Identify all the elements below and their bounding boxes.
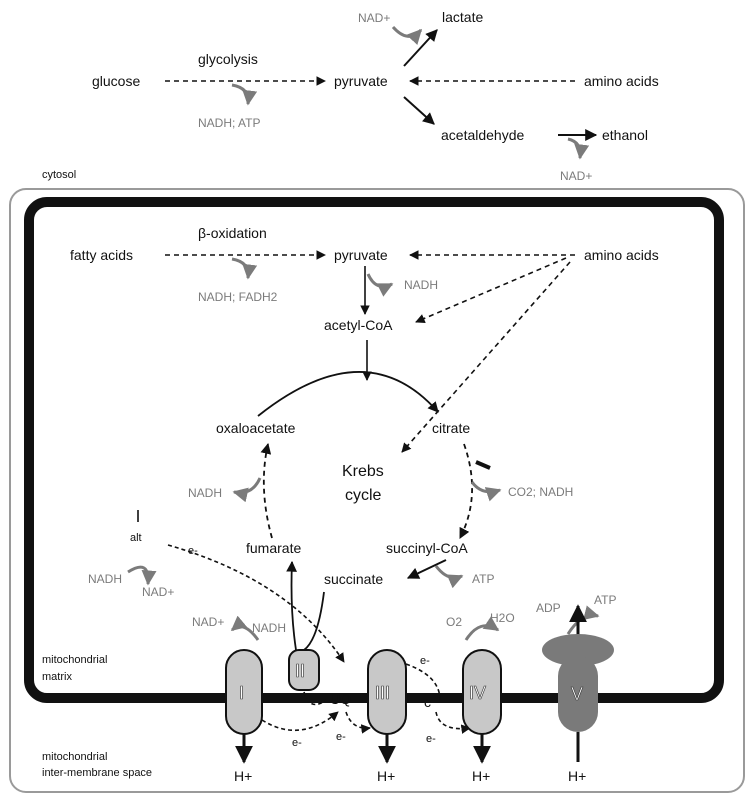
citrate-cofactors-label: CO2; NADH bbox=[508, 485, 573, 499]
complex-v-proton-label: H+ bbox=[568, 768, 586, 784]
matrix-compartment-label-line1: mitochondrial bbox=[42, 654, 107, 666]
complex-v-head bbox=[542, 634, 614, 666]
glycolysis-cofactor-arrow bbox=[231, 83, 258, 106]
cytosol-pyruvate-label: pyruvate bbox=[334, 73, 388, 89]
complex-i-cofactor-in-label: NADH bbox=[252, 621, 286, 635]
complex-v-label: V bbox=[571, 684, 583, 704]
complex-i-cofactor-out-label: NAD+ bbox=[192, 615, 224, 629]
pdh-cofactor-label: NADH bbox=[404, 278, 438, 292]
complex-iv-cofactor-arrow bbox=[464, 616, 500, 641]
fatty-acids-label: fatty acids bbox=[70, 247, 133, 263]
glycolysis-label: glycolysis bbox=[198, 51, 258, 67]
electron-transport-chain: NAD+ NADH I H+ II UQ e- e- III H+ e- c e… bbox=[42, 593, 616, 784]
complex-iv-o2-label: O2 bbox=[446, 615, 462, 629]
citrate-tick-mark bbox=[475, 460, 491, 470]
citrate-cofactor-arrow bbox=[470, 481, 502, 502]
succinate-to-complex-ii-path bbox=[303, 591, 325, 651]
oxaloacetate-label: oxaloacetate bbox=[216, 420, 296, 436]
complex-ii-electron-path bbox=[303, 691, 327, 706]
complex-iv-label: IV bbox=[469, 683, 486, 703]
uq-to-complex-iii-path bbox=[345, 711, 371, 734]
krebs-arc-fumarate-to-oxaloacetate bbox=[260, 442, 273, 539]
oxaloacetate-cofactor-label: NADH bbox=[188, 486, 222, 500]
acetaldehyde-arrow bbox=[403, 96, 435, 125]
oxaloacetate-cofactor-arrow bbox=[232, 477, 262, 503]
alt-cofactor-in-label: NADH bbox=[88, 572, 122, 586]
c-to-complex-iv-electron-path bbox=[435, 711, 471, 734]
glycolysis-cofactors-label: NADH; ATP bbox=[198, 116, 260, 130]
krebs-cycle-label-line1: Krebs bbox=[342, 463, 384, 480]
ubiquinone-label: UQ bbox=[330, 691, 351, 707]
lactate-cofactor-label: NAD+ bbox=[358, 11, 390, 25]
ethanol-label: ethanol bbox=[602, 127, 648, 143]
beta-oxidation-label: β-oxidation bbox=[198, 225, 267, 241]
complex-i-electron-path bbox=[261, 711, 339, 732]
alt-label: alt bbox=[130, 532, 142, 544]
cell-outline bbox=[9, 188, 745, 793]
matrix-amino-acids-label: amino acids bbox=[584, 247, 659, 263]
beta-oxidation-cofactors-label: NADH; FADH2 bbox=[198, 290, 278, 304]
complex-v-cofactor-arrow bbox=[566, 605, 600, 635]
complex-i-electron-label: e- bbox=[292, 737, 302, 749]
glucose-label: glucose bbox=[92, 73, 140, 89]
krebs-arc-oxaloacetate-to-citrate bbox=[257, 371, 439, 417]
fumarate-label: fumarate bbox=[246, 540, 301, 556]
complex-v-stalk bbox=[558, 656, 598, 732]
amino-acids-to-acetyl-coa-arrow bbox=[415, 257, 567, 324]
alt-cofactor-out-label: NAD+ bbox=[142, 585, 174, 599]
complex-i-proton-label: H+ bbox=[234, 768, 252, 784]
beta-oxidation-cofactor-arrow bbox=[231, 257, 258, 280]
complex-iv-h2o-label: H2O bbox=[490, 611, 515, 625]
acetyl-coa-label: acetyl-CoA bbox=[324, 317, 393, 333]
complex-iii-proton-label: H+ bbox=[377, 768, 395, 784]
succinyl-coa-to-succinate-arrow bbox=[406, 559, 447, 579]
ims-compartment-label-line2: inter-membrane space bbox=[42, 767, 152, 779]
amino-acids-to-krebs-arrow bbox=[401, 261, 571, 453]
complex-ii-label: II bbox=[295, 661, 305, 681]
krebs-cycle-label-line2: cycle bbox=[345, 487, 382, 504]
cytosol-compartment-label: cytosol bbox=[42, 169, 76, 181]
acetaldehyde-label: acetaldehyde bbox=[441, 127, 525, 143]
cytosol-region: glucose glycolysis NADH; ATP pyruvate am… bbox=[42, 9, 659, 183]
complex-v-atp-label: ATP bbox=[594, 593, 616, 607]
complex-iv-electron-label: e- bbox=[426, 733, 436, 745]
succinyl-cofactor-label: ATP bbox=[472, 572, 494, 586]
matrix-pyruvate-label: pyruvate bbox=[334, 247, 388, 263]
complex-iii-label: III bbox=[375, 683, 390, 703]
citrate-label: citrate bbox=[432, 420, 470, 436]
matrix-compartment-label-line2: matrix bbox=[42, 671, 72, 683]
inner-mitochondrial-membrane bbox=[24, 197, 724, 703]
complex-i-label: I bbox=[239, 683, 244, 703]
ethanol-cofactor-arrow bbox=[567, 137, 590, 160]
lactate-arrow bbox=[403, 29, 438, 67]
complex-v-adp-label: ADP bbox=[536, 601, 561, 615]
alt-electron-path bbox=[167, 544, 345, 663]
lactate-cofactor-arrow bbox=[391, 25, 423, 45]
matrix-region: fatty acids β-oxidation NADH; FADH2 pyru… bbox=[42, 225, 659, 683]
succinate-label: succinate bbox=[324, 571, 383, 587]
alt-electron-label: e- bbox=[188, 545, 198, 557]
ethanol-cofactor-label: NAD+ bbox=[560, 169, 592, 183]
complex-iii-electron-label: e- bbox=[420, 655, 430, 667]
uq-electron-label: e- bbox=[336, 731, 346, 743]
complex-ii bbox=[288, 649, 320, 691]
pdh-cofactor-arrow bbox=[366, 273, 394, 297]
cytochrome-c-label: c bbox=[424, 694, 431, 710]
cytosol-amino-acids-label: amino acids bbox=[584, 73, 659, 89]
complex-i-cofactor-arrow bbox=[230, 615, 260, 641]
complex-iv-proton-label: H+ bbox=[472, 768, 490, 784]
ims-compartment-label-line1: mitochondrial bbox=[42, 751, 107, 763]
succinyl-coa-label: succinyl-CoA bbox=[386, 540, 468, 556]
complex-ii-to-fumarate-arrow bbox=[286, 560, 297, 651]
complex-iii-to-c-electron-path bbox=[405, 663, 441, 701]
krebs-arc-citrate-to-succinyl-coa bbox=[459, 443, 473, 539]
lactate-label: lactate bbox=[442, 9, 483, 25]
succinyl-cofactor-arrow bbox=[434, 565, 464, 589]
alt-cofactor-arrow bbox=[127, 565, 157, 586]
